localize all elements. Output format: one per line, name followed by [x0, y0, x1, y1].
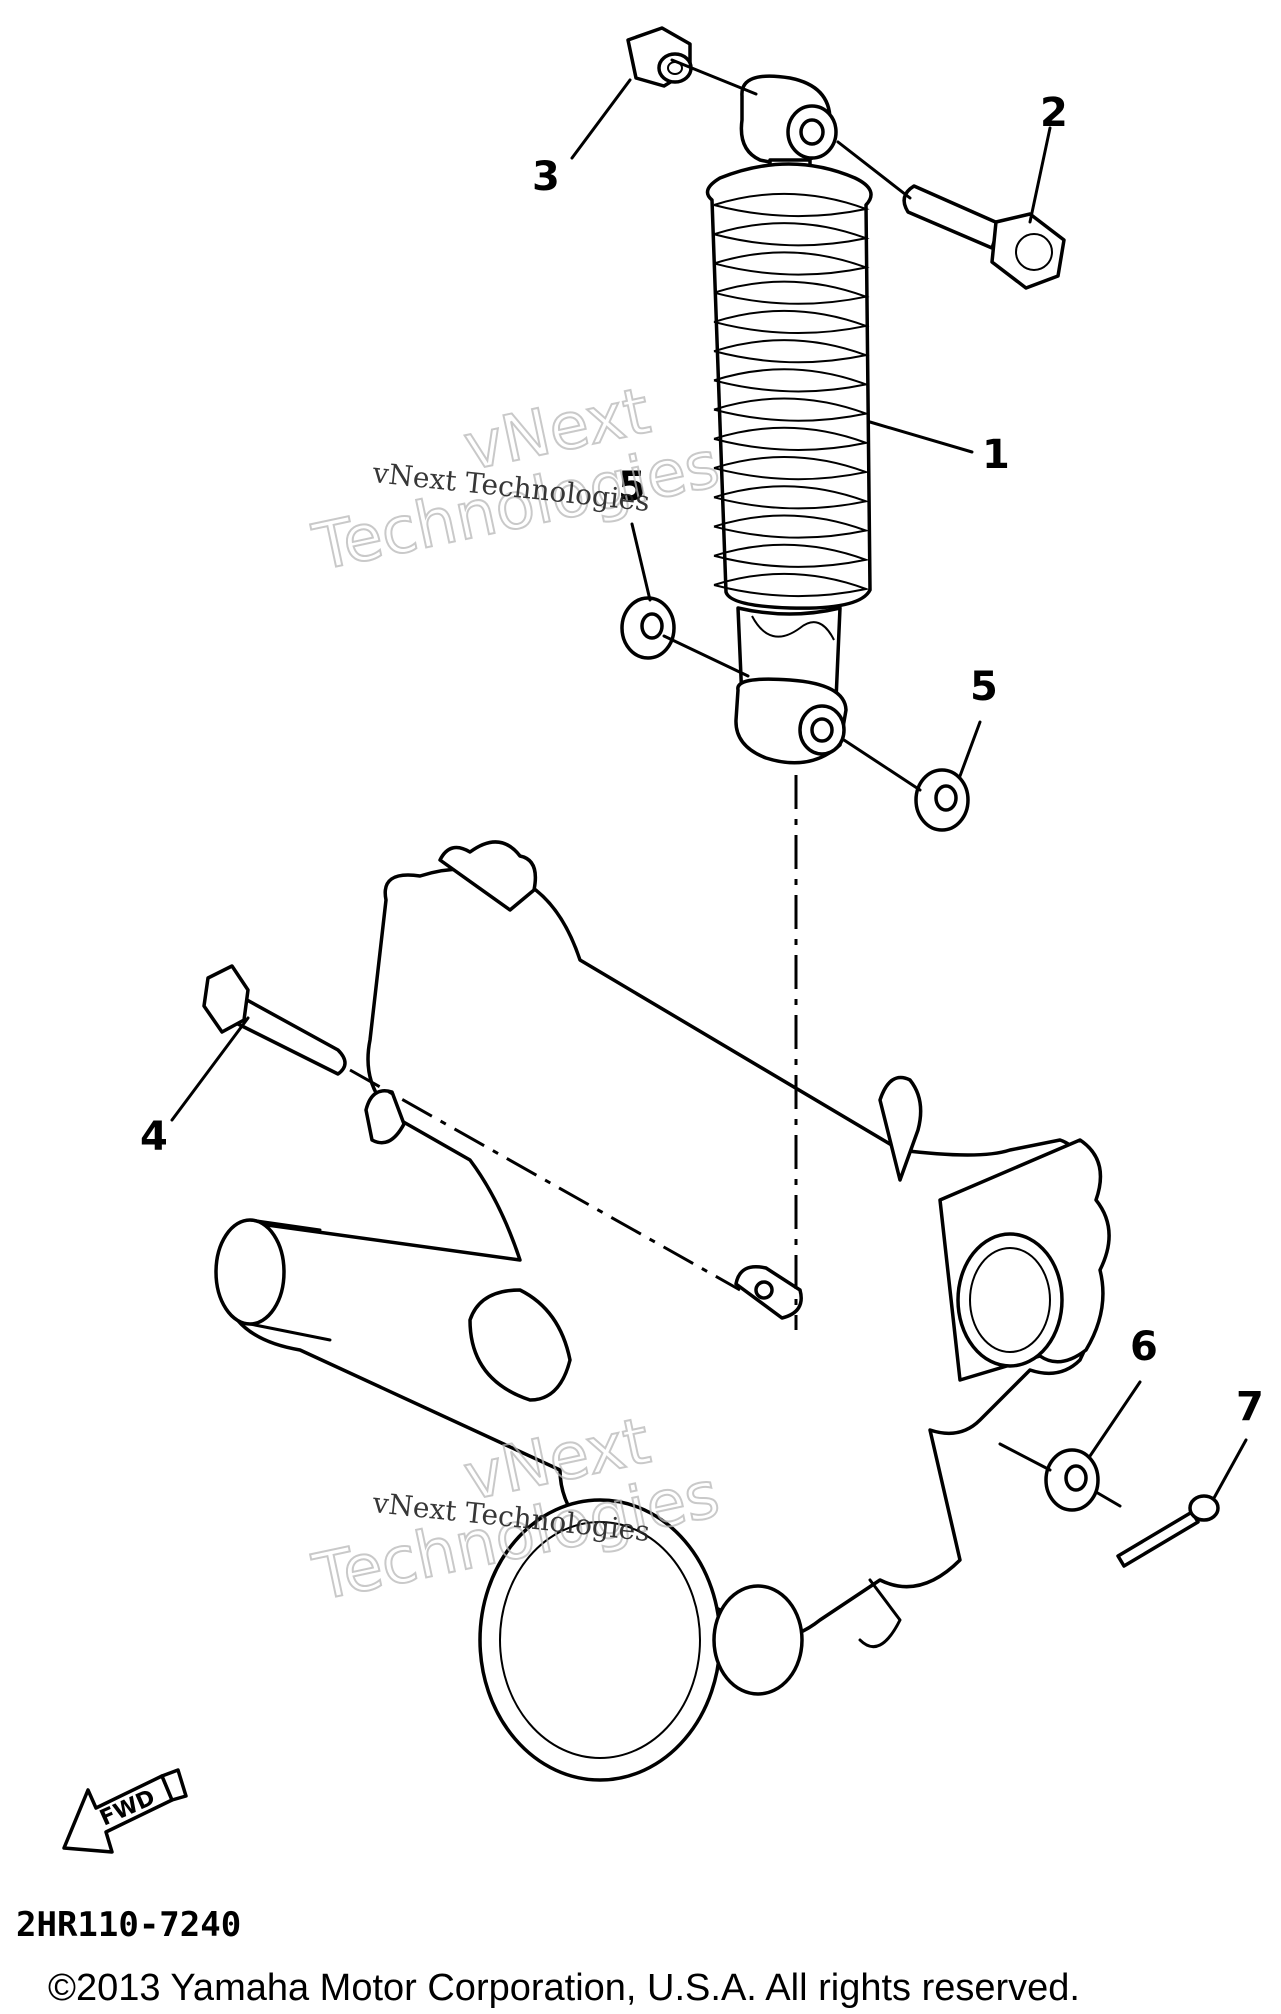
spring-coil: [713, 339, 870, 364]
spring-coil: [713, 280, 870, 305]
part-washer-left: [620, 596, 676, 660]
part-cotter-pin: [1116, 1494, 1220, 1568]
spring-coil: [713, 485, 870, 510]
callouts: 1 2 3 4 5 5 6 7: [140, 90, 1264, 1430]
spring-coil: [713, 543, 870, 568]
part-bolt-upper: [902, 184, 1066, 290]
assembly-lines: [349, 58, 1122, 1508]
callout-1: 1: [982, 432, 1010, 478]
part-washer-lower: [1044, 1448, 1100, 1512]
spring-coil: [713, 368, 870, 393]
spring-coil: [713, 397, 870, 422]
part-nut-top: [626, 26, 693, 88]
part-bolt-pivot: [202, 964, 347, 1076]
diagram-code: 2HR110-7240: [16, 1905, 241, 1945]
part-shock-absorber: [705, 74, 873, 765]
callout-5-right: 5: [970, 664, 998, 710]
spring-coil: [713, 192, 870, 218]
spring-coil: [713, 456, 870, 481]
callout-3: 3: [532, 154, 560, 200]
callout-4: 4: [140, 1114, 168, 1160]
part-swing-arm: [214, 840, 1111, 1782]
spring-coil: [713, 309, 870, 335]
copyright-notice: ©2013 Yamaha Motor Corporation, U.S.A. A…: [48, 1967, 1080, 2009]
spring-coil: [713, 572, 870, 598]
callout-5-upper: 5: [618, 464, 646, 510]
callout-2: 2: [1040, 90, 1068, 136]
leader-lines: [170, 78, 1248, 1500]
watermark-upper: vNext Technologies vNext Technologies: [306, 373, 727, 586]
part-washer-right: [914, 768, 970, 832]
callout-7: 7: [1236, 1384, 1264, 1430]
spring-coil: [713, 514, 870, 539]
callout-6: 6: [1130, 1324, 1158, 1370]
spring-coil: [713, 426, 870, 451]
spring-coil: [713, 251, 870, 276]
forward-arrow-icon: FWD: [62, 1768, 188, 1854]
spring-coil: [713, 222, 870, 247]
